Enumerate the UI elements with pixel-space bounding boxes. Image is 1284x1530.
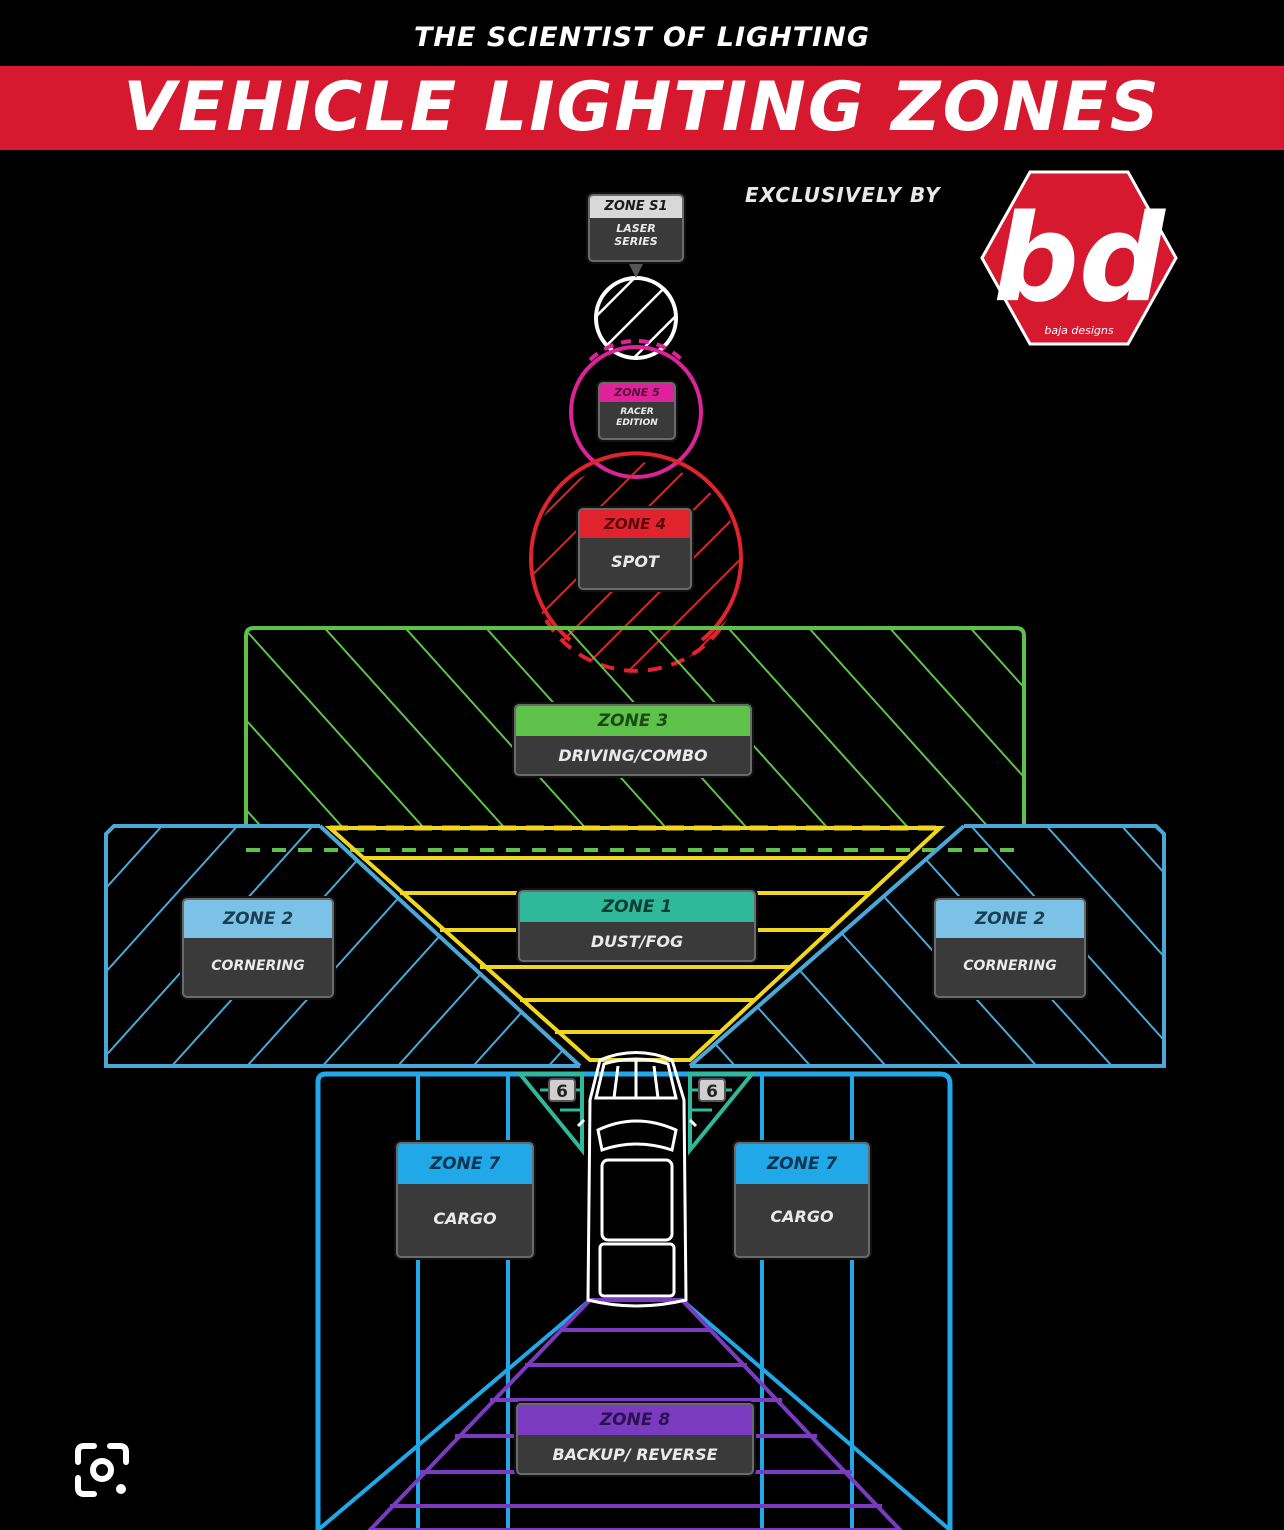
zone-1-beam [324,825,946,1062]
zone-6-left-badge: 6 [548,1078,576,1102]
zone-s1-desc: LASER SERIES [614,222,658,248]
zone-2-right-label: ZONE 2 CORNERING [934,898,1086,998]
page-title: VEHICLE LIGHTING ZONES [123,68,1161,147]
zone-5-title: ZONE 5 [600,384,674,402]
zone-7-right-title: ZONE 7 [736,1144,868,1184]
zone-3-label: ZONE 3 DRIVING/COMBO [514,704,752,776]
zone-1-label: ZONE 1 DUST/FOG [518,890,756,962]
zone-s1-label: ZONE S1 LASER SERIES [588,194,684,262]
zone-7-left-title: ZONE 7 [398,1144,532,1184]
zone-4-title: ZONE 4 [580,510,690,538]
zone-1-desc: DUST/FOG [590,932,684,951]
zone-2-right-title: ZONE 2 [936,900,1084,938]
zone-2-left-title: ZONE 2 [184,900,332,938]
lens-search-icon[interactable] [72,1440,132,1500]
zone-7-left-label: ZONE 7 CARGO [396,1142,534,1258]
zone-6-right-badge: 6 [698,1078,726,1102]
zone-7-right-desc: CARGO [770,1207,834,1226]
zone-2-right-beam [688,824,1166,1068]
zone-5-desc: RACER EDITION [616,407,658,428]
zone-8-title: ZONE 8 [518,1405,752,1435]
zone-7-right-label: ZONE 7 CARGO [734,1142,870,1258]
zone-8-desc: BACKUP/ REVERSE [552,1445,718,1464]
zone-3-title: ZONE 3 [516,706,750,736]
zone-s1-beam [594,262,678,360]
baja-designs-logo: bd baja designs [980,170,1178,346]
title-banner: VEHICLE LIGHTING ZONES [0,66,1284,150]
zone-8-beam [367,1298,903,1530]
zone-1-title: ZONE 1 [520,892,754,922]
zone-4-label: ZONE 4 SPOT [578,508,692,590]
tagline: THE SCIENTIST OF LIGHTING [414,22,870,53]
zone-8-label: ZONE 8 BACKUP/ REVERSE [516,1403,754,1475]
truck-top-view [576,1051,698,1308]
zone-3-desc: DRIVING/COMBO [558,746,708,765]
zone-2-left-desc: CORNERING [211,958,305,974]
zone-5-label: ZONE 5 RACER EDITION [598,382,676,440]
zone-2-right-desc: CORNERING [963,958,1057,974]
exclusive-label: EXCLUSIVELY BY [745,183,941,207]
zone-4-desc: SPOT [611,552,659,571]
zone-7-beam [315,1071,953,1530]
zone-2-left-beam [104,824,582,1068]
zone-2-left-label: ZONE 2 CORNERING [182,898,334,998]
zone-s1-title: ZONE S1 [590,196,682,218]
logo-mark: bd [993,190,1166,329]
logo-brand-name: baja designs [1044,324,1114,337]
zone-7-left-desc: CARGO [433,1209,497,1228]
